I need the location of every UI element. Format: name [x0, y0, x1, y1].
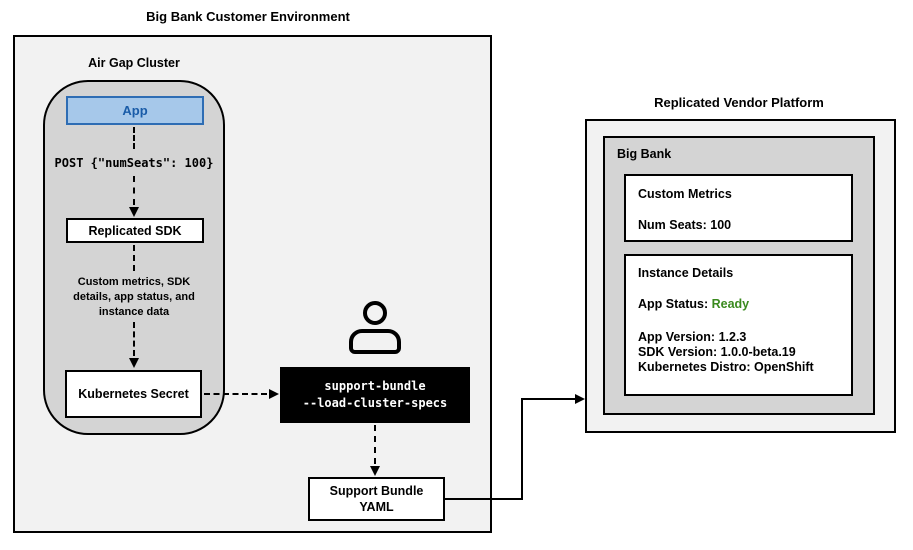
- arrowhead-to-command: [269, 389, 279, 399]
- instance-detail-line: Kubernetes Distro: OpenShift: [638, 360, 814, 374]
- kubernetes-secret-node: Kubernetes Secret: [65, 370, 202, 418]
- app-status-line: App Status: Ready: [638, 297, 749, 311]
- dashed-line-note-to-secret: [133, 322, 135, 356]
- arrowhead-to-sdk: [129, 207, 139, 217]
- arrowhead-to-platform: [575, 394, 585, 404]
- instance-detail-lines: App Version: 1.2.3 SDK Version: 1.0.0-be…: [638, 330, 814, 375]
- support-bundle-line: Support Bundle: [329, 484, 424, 498]
- app-status-label: App Status:: [638, 297, 712, 311]
- vendor-platform-title: Replicated Vendor Platform: [654, 95, 824, 110]
- instance-details-card: Instance Details App Status: Ready App V…: [624, 254, 853, 396]
- custom-metrics-card: Custom Metrics Num Seats: 100: [624, 174, 853, 242]
- instance-detail-line: App Version: 1.2.3: [638, 330, 747, 344]
- flow-note-line: details, app status, and: [73, 291, 195, 303]
- support-bundle-line: YAML: [359, 500, 394, 514]
- custom-metrics-title: Custom Metrics: [638, 187, 732, 201]
- instance-detail-line: SDK Version: 1.0.0-beta.19: [638, 345, 796, 359]
- dashed-line-post-to-sdk: [133, 176, 135, 205]
- replicated-sdk-node: Replicated SDK: [66, 218, 204, 243]
- flow-note-line: Custom metrics, SDK: [77, 276, 191, 288]
- instance-details-title: Instance Details: [638, 266, 734, 280]
- arrowhead-to-secret: [129, 358, 139, 368]
- cli-command-line: support-bundle: [324, 379, 426, 393]
- connector-yaml-horizontal: [445, 498, 523, 500]
- connector-yaml-vertical: [521, 398, 523, 500]
- dashed-line-command-to-yaml: [374, 425, 376, 464]
- air-gap-cluster-title: Air Gap Cluster: [88, 56, 180, 70]
- flow-note: Custom metrics, SDK details, app status,…: [44, 275, 224, 320]
- flow-note-line: instance data: [98, 306, 170, 318]
- person-icon: [345, 298, 407, 358]
- cli-command-line: --load-cluster-specs: [302, 396, 448, 410]
- dashed-line-sdk-to-note: [133, 245, 135, 271]
- support-bundle-yaml-node: Support Bundle YAML: [308, 477, 445, 521]
- arrowhead-to-yaml: [370, 466, 380, 476]
- person-icon-head: [363, 301, 387, 325]
- dashed-line-app-to-post: [133, 127, 135, 149]
- num-seats-value: Num Seats: 100: [638, 218, 732, 232]
- app-status-value: Ready: [711, 297, 750, 311]
- person-icon-body: [349, 329, 401, 354]
- big-bank-label: Big Bank: [617, 147, 672, 161]
- customer-environment-title: Big Bank Customer Environment: [146, 9, 350, 24]
- cli-command-box: support-bundle --load-cluster-specs: [280, 367, 470, 423]
- app-node: App: [66, 96, 204, 125]
- dashed-line-secret-to-command: [204, 393, 267, 395]
- connector-yaml-to-platform: [523, 398, 575, 400]
- post-request-text: POST {"numSeats": 100}: [54, 156, 214, 170]
